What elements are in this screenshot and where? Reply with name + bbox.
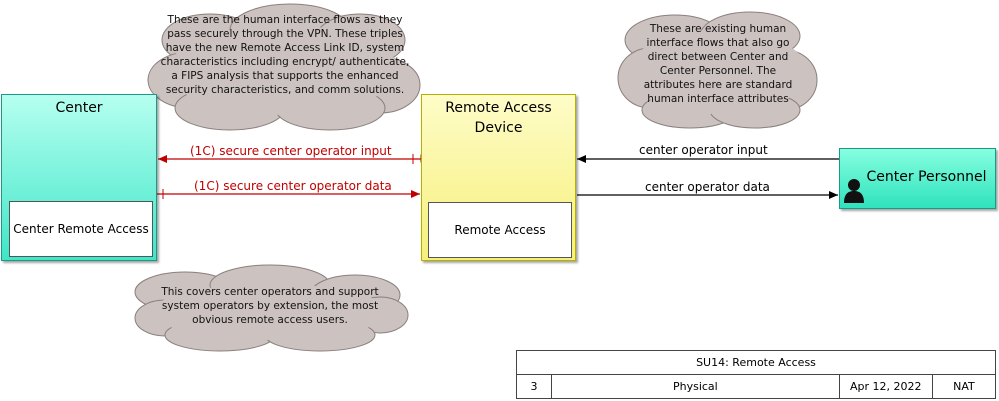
remote-access-device-title-line1: Remote Access — [445, 100, 552, 116]
remote-access-box[interactable]: Remote Access — [428, 202, 572, 258]
title-block-org: NAT — [931, 374, 997, 399]
operators-note: This covers center operators and support… — [161, 286, 379, 326]
existing-note: These are existing human interface flows… — [643, 23, 793, 105]
remote-access-device-title: Remote Access Device — [422, 98, 575, 138]
title-block: SU14: Remote Access 3 Physical Apr 12, 2… — [515, 350, 997, 399]
center-node[interactable]: Center Center Remote Access — [1, 94, 157, 261]
title-block-number: 3 — [515, 374, 553, 399]
vpn-note: These are the human interface flows as t… — [160, 14, 410, 96]
data-flow-label: center operator data — [645, 180, 770, 194]
operators-note-cloud — [134, 264, 409, 352]
person-icon — [844, 179, 864, 203]
input-flow-label: center operator input — [639, 143, 768, 157]
vpn-note-cloud — [147, 3, 421, 131]
center-title: Center — [55, 100, 103, 116]
center-remote-access-box[interactable]: Center Remote Access — [9, 201, 153, 257]
secure-data-flow-label: (1C) secure center operator data — [194, 179, 392, 193]
existing-note-cloud — [617, 11, 818, 129]
title-block-view: Physical — [551, 374, 840, 399]
secure-input-flow-label: (1C) secure center operator input — [190, 144, 392, 158]
title-block-title: SU14: Remote Access — [516, 350, 996, 375]
title-block-date: Apr 12, 2022 — [838, 374, 933, 399]
center-personnel-title: Center Personnel — [866, 169, 987, 185]
remote-access-device-title-line2: Device — [474, 120, 523, 136]
remote-access-device-node[interactable]: Remote Access Device Remote Access — [421, 94, 576, 261]
center-personnel-node[interactable]: Center Personnel — [839, 148, 996, 209]
